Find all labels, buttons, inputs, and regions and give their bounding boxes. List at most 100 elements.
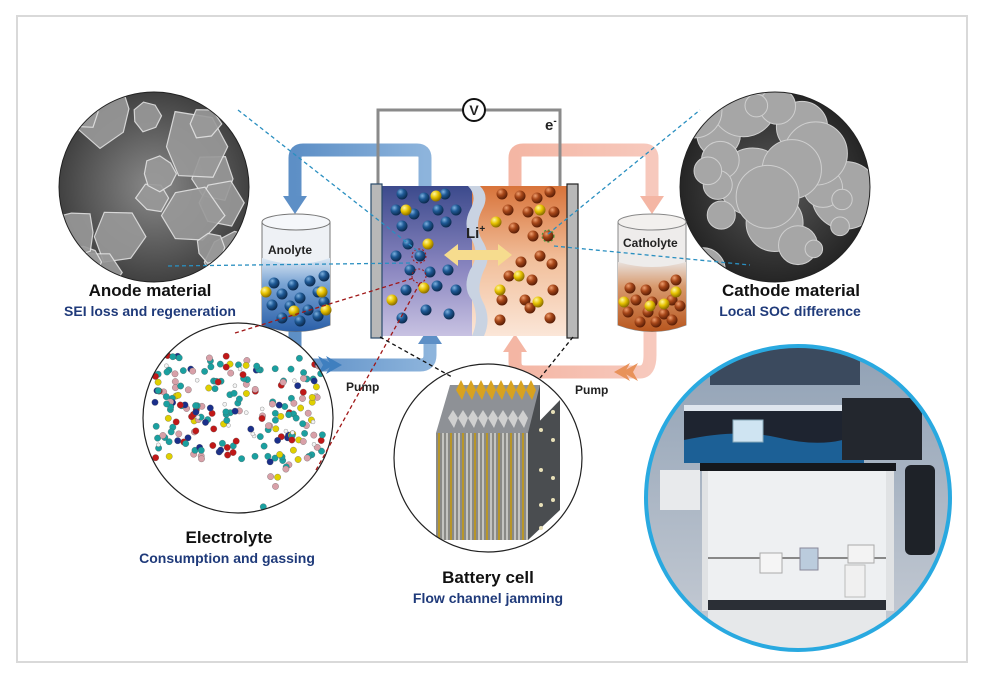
atom <box>223 417 231 424</box>
anolyte-ball <box>302 304 314 316</box>
atom <box>310 419 316 425</box>
active-species-ball <box>544 312 556 324</box>
atom <box>223 444 231 451</box>
anion-ball <box>390 250 402 262</box>
atom <box>271 365 279 373</box>
leader-lines <box>167 109 751 471</box>
anode-particle <box>143 155 178 193</box>
cell-label-group: Battery cell Flow channel jamming <box>413 568 563 606</box>
atom <box>154 387 162 395</box>
anion-ball <box>424 266 436 278</box>
atom <box>156 442 161 447</box>
stack-plate <box>470 433 472 540</box>
atom <box>260 406 265 412</box>
electrolyte-molecule-image <box>142 322 334 514</box>
cathode-particle <box>804 239 824 259</box>
voltmeter-icon <box>462 98 486 122</box>
atom <box>152 422 160 430</box>
anion-ball <box>422 220 434 232</box>
electron-label: e- <box>545 116 557 134</box>
membrane <box>466 186 488 336</box>
atom <box>195 415 201 420</box>
photo-ring <box>644 344 952 652</box>
stack-plate <box>514 433 516 540</box>
atom <box>311 442 317 447</box>
atom <box>165 453 173 460</box>
atom <box>189 367 197 375</box>
catholyte-ball <box>650 316 662 328</box>
atom <box>162 393 170 401</box>
anion-ball <box>432 204 444 216</box>
catholyte-ball <box>622 306 634 318</box>
anolyte-ball <box>312 310 324 322</box>
catholyte-ball <box>658 308 670 320</box>
atom <box>290 430 295 435</box>
atom <box>164 363 169 368</box>
lithium-ion-ball <box>316 286 328 298</box>
anion-ball <box>418 192 430 204</box>
atom <box>197 446 205 454</box>
external-circuit: V e- <box>376 98 562 186</box>
atom <box>292 414 300 422</box>
atom <box>244 410 249 415</box>
atom <box>317 437 325 444</box>
atom <box>222 402 227 407</box>
atom <box>239 371 247 378</box>
anolyte-ball <box>276 288 288 300</box>
atom <box>266 458 274 466</box>
anode-particle <box>62 245 103 282</box>
stack-plate <box>458 433 460 540</box>
anolyte-ball <box>294 315 306 327</box>
catholyte-ball <box>634 316 646 328</box>
atom <box>250 431 255 437</box>
atom <box>318 447 325 455</box>
atom <box>272 483 279 490</box>
active-species-ball <box>544 186 556 198</box>
atom <box>310 377 318 385</box>
cathode-particle <box>693 156 723 186</box>
atom <box>211 385 219 393</box>
cathode-particle <box>735 164 800 229</box>
active-species-ball <box>496 294 508 306</box>
anode-particle <box>133 101 163 133</box>
atom <box>222 363 230 371</box>
cathode-subtitle: Local SOC difference <box>719 303 861 319</box>
atom <box>169 353 177 361</box>
stack-plate <box>462 433 464 540</box>
stack-tab <box>466 380 476 400</box>
atom <box>217 446 225 454</box>
anion-ball <box>450 284 462 296</box>
bolt-dot <box>551 498 555 502</box>
lithium-ion-ball <box>386 294 398 306</box>
atom <box>300 369 307 376</box>
anode-particle <box>93 211 147 263</box>
atom <box>172 418 180 426</box>
anode-label-group: Anode material SEI loss and regeneration <box>64 281 236 319</box>
stack-fin <box>458 410 468 428</box>
atom <box>238 455 245 463</box>
atom <box>265 422 272 430</box>
lithium-ion-ball <box>490 216 502 228</box>
active-species-ball <box>526 274 538 286</box>
cathode-title: Cathode material <box>722 281 860 300</box>
active-species-ball <box>515 256 527 268</box>
atom <box>288 436 296 444</box>
catholyte-up-arrow-icon <box>503 334 527 352</box>
atom <box>319 431 326 439</box>
stack-plate <box>526 433 528 540</box>
cathode-particle <box>706 200 736 230</box>
stack-tab <box>506 380 516 400</box>
anolyte-ball <box>304 275 316 287</box>
atom <box>227 369 235 377</box>
lithium-ion-ball <box>494 284 506 296</box>
atom <box>229 449 237 456</box>
atom <box>184 386 192 394</box>
atom <box>175 354 183 362</box>
catholyte-label: Catholyte <box>623 236 678 250</box>
lithium-ion-ball <box>400 204 412 216</box>
active-species-ball <box>502 204 514 216</box>
atom <box>236 395 243 403</box>
atom <box>224 451 231 459</box>
stack-plate <box>506 433 508 540</box>
atom <box>299 438 307 445</box>
